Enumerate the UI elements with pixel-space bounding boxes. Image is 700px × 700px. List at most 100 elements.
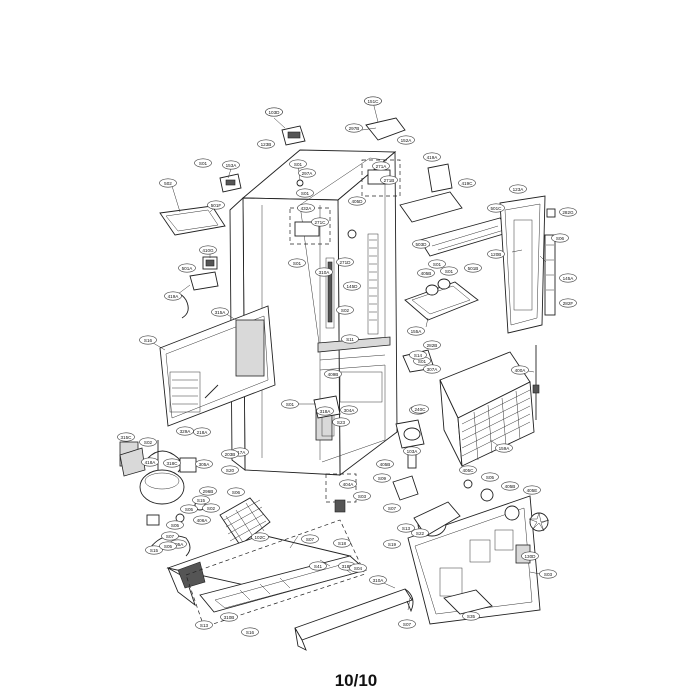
callout-60: 240C — [411, 404, 429, 414]
callout-text: 271B — [384, 178, 395, 183]
callout-85: S07 — [383, 503, 401, 513]
callout-text: S22 — [416, 531, 425, 536]
callout-text: 310B — [224, 615, 235, 620]
callout-32: 405B — [417, 268, 435, 278]
callout-text: 151C — [368, 99, 380, 104]
callout-67: 405B — [376, 459, 394, 469]
callout-text: 501B — [468, 266, 479, 271]
callout-15: 501F — [207, 200, 225, 210]
duct-vents — [369, 239, 377, 321]
callout-text: 297A — [302, 171, 314, 176]
callout-26: 501A — [178, 263, 196, 273]
ice-maker-parts — [399, 163, 511, 321]
callout-9: 271A — [372, 161, 390, 171]
callout-text: S05 — [164, 544, 173, 549]
callout-6: 153A — [222, 160, 240, 170]
callout-text: S35 — [467, 614, 476, 619]
callout-93: 102C — [251, 532, 269, 542]
callout-text: S01 — [286, 402, 295, 407]
fan-motor-cover — [407, 479, 550, 625]
callout-36: 145A — [559, 273, 577, 283]
callout-23: 410G — [199, 245, 217, 255]
callout-text: 282G — [562, 210, 574, 215]
callout-text: 419A — [168, 294, 180, 299]
callout-86: S13 — [397, 523, 415, 533]
callout-text: 271C — [315, 220, 327, 225]
callout-text: 400A — [515, 368, 527, 373]
callout-text: S03 — [544, 572, 553, 577]
callout-text: S01 — [445, 269, 454, 274]
callout-text: 153A — [226, 163, 238, 168]
callout-72: 405B — [501, 481, 519, 491]
callout-text: 503D — [416, 242, 428, 247]
callout-73: S03 — [353, 491, 371, 501]
callout-text: 152A — [401, 138, 413, 143]
callout-42: 282B — [423, 340, 441, 350]
callout-69: 404A — [339, 479, 357, 489]
callout-text: 271A — [376, 164, 388, 169]
callout-text: 318B — [342, 564, 353, 569]
callout-text: 405A — [173, 542, 185, 547]
callout-97: 310B — [220, 612, 238, 622]
callout-5: S01 — [194, 158, 212, 168]
callout-text: 282F — [563, 301, 574, 306]
callout-18: 405D — [348, 196, 366, 206]
callout-text: S18 — [338, 541, 347, 546]
callout-text: S01 — [293, 261, 302, 266]
callout-text: S20 — [226, 468, 235, 473]
callout-text: 103D — [269, 110, 281, 115]
callout-text: 282B — [427, 343, 438, 348]
callout-10: 419A — [423, 152, 441, 162]
condenser-coil — [219, 497, 271, 546]
callout-100: S35 — [462, 611, 480, 621]
callout-89: 130D — [521, 551, 539, 561]
callout-11: S01 — [296, 188, 314, 198]
callout-text: 296B — [203, 489, 214, 494]
callout-text: 405D — [352, 199, 364, 204]
callout-24: S01 — [288, 258, 306, 268]
callout-66: 103A — [403, 446, 421, 456]
callout-12: 271B — [380, 175, 398, 185]
callout-text: 315C — [121, 435, 133, 440]
control-box — [159, 293, 276, 427]
callout-text: 418A — [145, 460, 157, 465]
callout-text: 271D — [340, 260, 352, 265]
callout-text: 419A — [427, 155, 439, 160]
callout-text: S16 — [246, 630, 255, 635]
callout-text: 120B — [491, 252, 502, 257]
page-number: 10/10 — [335, 671, 378, 690]
callout-71: S05 — [481, 472, 499, 482]
callout-text: S07 — [403, 622, 412, 627]
evaporator-coil — [439, 345, 540, 467]
callout-text: 317A — [235, 450, 247, 455]
callout-56: 318A — [316, 406, 334, 416]
callout-2: 123B — [257, 139, 275, 149]
callout-77: S15 — [192, 495, 210, 505]
callout-text: 155A — [411, 329, 423, 334]
callout-80: S05 — [180, 504, 198, 514]
callout-text: S04 — [354, 566, 363, 571]
callout-text: 405C — [463, 468, 475, 473]
callout-78: S02 — [202, 503, 220, 513]
callout-19: 501C — [487, 203, 505, 213]
callout-43: S16 — [139, 335, 157, 345]
callout-text: 310A — [319, 270, 331, 275]
callout-text: 410G — [202, 248, 214, 253]
callout-3: 297B — [345, 123, 363, 133]
callout-63: 318C — [163, 458, 181, 468]
callout-text: S09 — [378, 476, 387, 481]
callout-text: 123A — [513, 187, 525, 192]
callout-text: 405B — [380, 462, 391, 467]
callout-text: 501C — [491, 206, 503, 211]
callout-text: 318C — [167, 461, 179, 466]
callout-70: 405C — [459, 465, 477, 475]
callout-labels: S01S03 123B 297B 152A S01 153A S01 297A 271A 419A… — [117, 96, 577, 637]
callout-81: S05 — [166, 520, 184, 530]
callout-96: S07 — [398, 619, 416, 629]
callout-58: S23 — [332, 417, 350, 427]
callout-29: 145D — [343, 281, 361, 291]
callout-text: S05 — [171, 523, 180, 528]
left-tray-parts — [159, 205, 226, 291]
callout-47: 409B — [324, 369, 342, 379]
